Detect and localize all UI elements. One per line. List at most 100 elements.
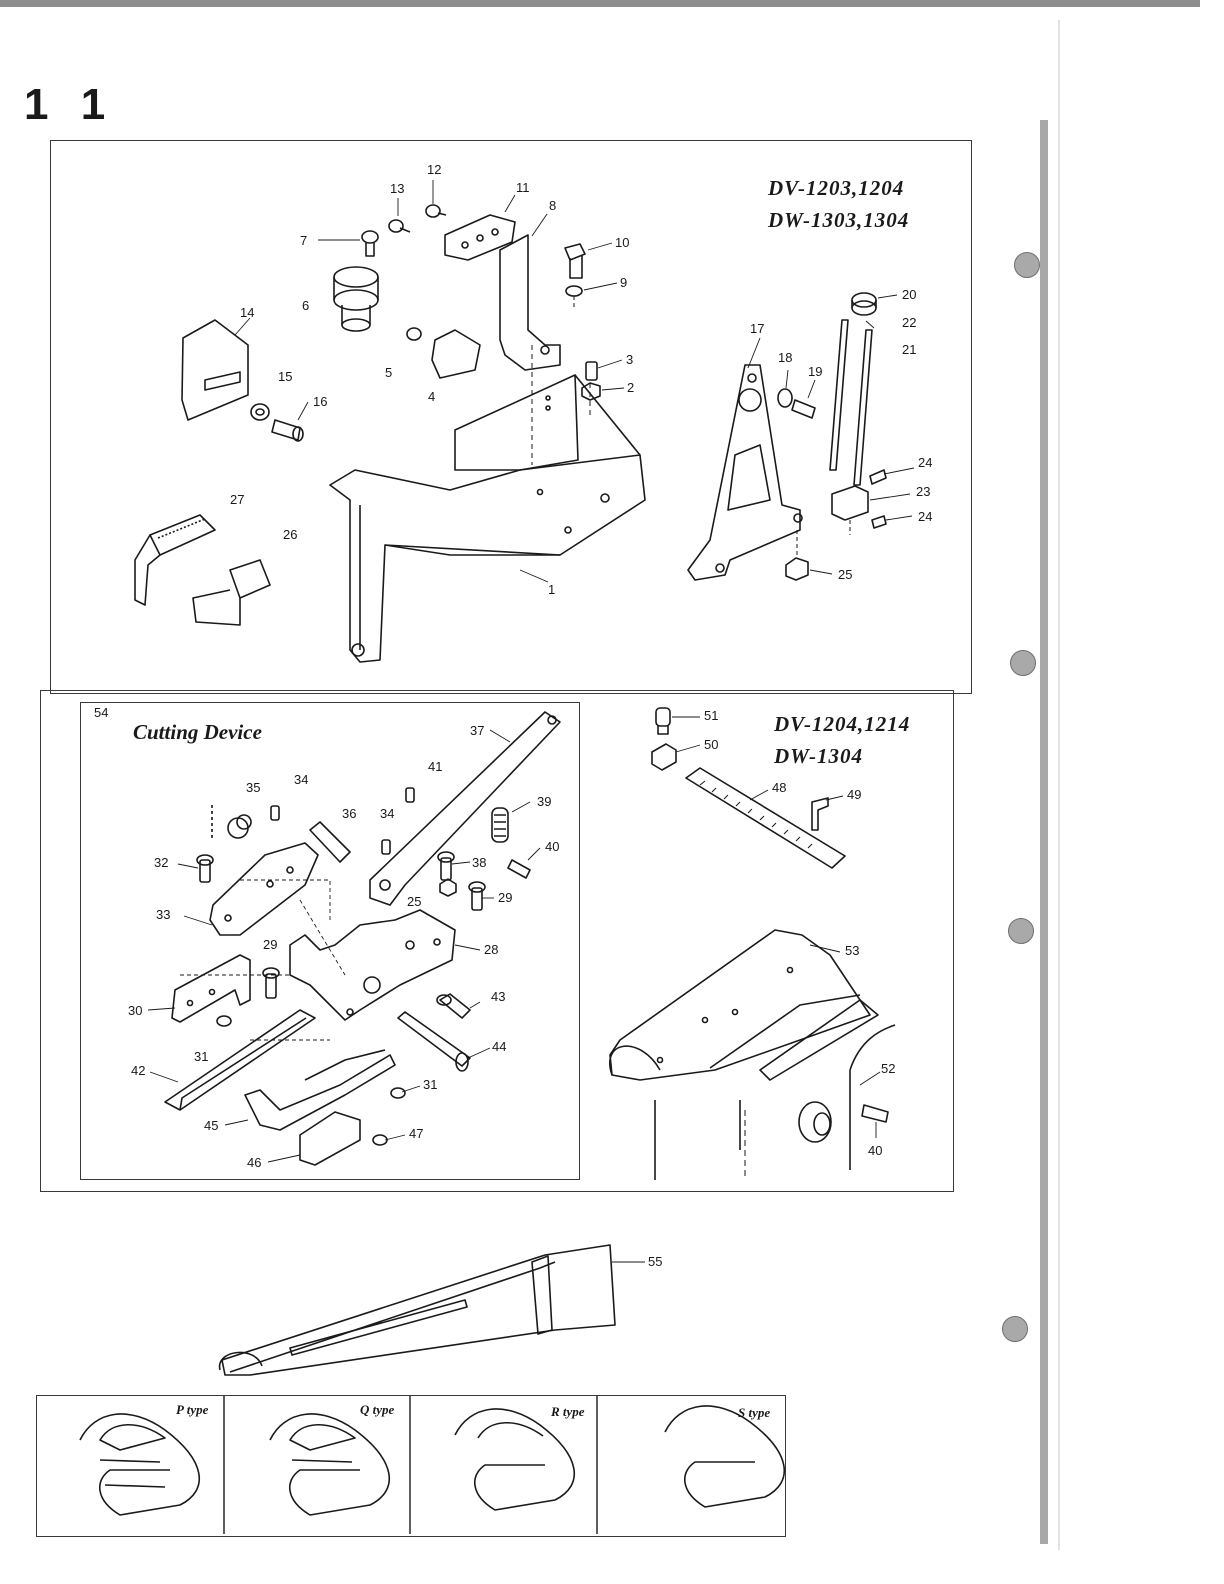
plate-part-14	[181, 319, 249, 421]
callout-label: 23	[916, 484, 931, 499]
holder-part-46	[299, 1111, 361, 1166]
callout-label: 25	[407, 894, 422, 909]
section-number: 54	[94, 705, 109, 720]
callout-label: 34	[294, 772, 309, 787]
washer-screw-15-16	[250, 403, 304, 442]
callout-label: 26	[283, 527, 298, 542]
callout-label: 40	[545, 839, 560, 854]
callout-label: 22	[902, 315, 917, 330]
punch-hole	[1008, 918, 1034, 944]
callout-label: 51	[704, 708, 719, 723]
clamp-part-50	[651, 743, 677, 771]
punch-hole	[1014, 252, 1040, 278]
callout-label: 44	[492, 1039, 507, 1054]
callout-label: 30	[128, 1003, 143, 1018]
callout-label: 13	[390, 181, 405, 196]
model-label-primary: DV-1204,1214	[774, 712, 911, 736]
scale-part-48	[685, 767, 846, 869]
callout-label: 43	[491, 989, 506, 1004]
blade-part-42	[164, 1009, 316, 1111]
base-frame-part	[329, 374, 646, 663]
feed-dog-27	[134, 514, 216, 606]
callout-label: 29	[498, 890, 513, 905]
callout-label: 55	[648, 1254, 663, 1269]
fold-r-type	[454, 1408, 576, 1511]
callout-label: 24	[918, 509, 933, 524]
type-label-r: R type	[551, 1404, 585, 1419]
pin-part-36	[309, 821, 351, 863]
callout-label: 20	[902, 287, 917, 302]
pin-part-6	[333, 266, 379, 332]
callout-label: 16	[313, 394, 328, 409]
bracket-part-8	[499, 234, 561, 371]
rods-21-22	[829, 319, 873, 486]
callout-label: 42	[131, 1063, 146, 1078]
callout-label: 50	[704, 737, 719, 752]
section-title: Cutting Device	[133, 720, 262, 744]
stud-part-43	[436, 993, 471, 1019]
model-label-secondary: DW-1303,1304	[768, 208, 910, 232]
machine-body-52	[654, 1024, 896, 1180]
fold-q-type	[269, 1413, 391, 1516]
punch-hole	[1002, 1316, 1028, 1342]
spring-part-35	[227, 814, 252, 839]
binding-edge-light	[1058, 20, 1060, 1550]
callout-label: 40	[868, 1143, 883, 1158]
callout-label: 21	[902, 342, 917, 357]
callout-label: 6	[302, 298, 310, 313]
callout-label: 2	[627, 380, 635, 395]
callout-label: 12	[427, 162, 442, 177]
callout-label: 25	[838, 567, 853, 582]
binding-edge	[1040, 120, 1048, 1544]
folder-guide-55	[218, 1244, 616, 1376]
callout-label: 28	[484, 942, 499, 957]
callout-label: 27	[230, 492, 245, 507]
blade-part-45	[244, 1049, 396, 1131]
type-label-s: S type	[738, 1405, 771, 1420]
callout-label: 41	[428, 759, 443, 774]
callout-label: 18	[778, 350, 793, 365]
callout-label: 35	[246, 780, 261, 795]
callout-label: 1	[548, 582, 556, 597]
shaft-part-44	[397, 1011, 471, 1072]
callout-label: 52	[881, 1061, 896, 1076]
plate-part-53	[609, 929, 879, 1081]
callout-label: 8	[549, 198, 557, 213]
type-label-q: Q type	[360, 1402, 395, 1417]
panel-cutting-device	[80, 702, 580, 1180]
callout-label: 9	[620, 275, 628, 290]
callout-label: 46	[247, 1155, 262, 1170]
panel-base-parts	[50, 140, 972, 694]
panel-lower	[40, 690, 954, 1192]
type-label-p: P type	[176, 1402, 209, 1417]
bracket-part-33	[209, 842, 319, 936]
callout-label: 47	[409, 1126, 424, 1141]
knob-part-51	[655, 707, 671, 735]
callout-label: 11	[516, 180, 530, 195]
page-number: 1 1	[24, 80, 116, 129]
callout-label: 19	[808, 364, 823, 379]
callout-label: 14	[240, 305, 255, 320]
callout-label: 38	[472, 855, 487, 870]
callout-label: 7	[300, 233, 308, 248]
bracket-part-28	[289, 909, 456, 1021]
callout-label: 24	[918, 455, 933, 470]
callout-label: 49	[847, 787, 862, 802]
callout-label: 31	[194, 1049, 209, 1064]
clip-part-4	[406, 327, 481, 379]
callout-label: 39	[537, 794, 552, 809]
scan-top-edge	[0, 0, 1200, 7]
callout-label: 37	[470, 723, 485, 738]
callout-label: 34	[380, 806, 395, 821]
callout-label: 3	[626, 352, 634, 367]
screws-top	[361, 204, 447, 257]
callout-label: 31	[423, 1077, 438, 1092]
callout-label: 48	[772, 780, 787, 795]
callout-label: 5	[385, 365, 393, 380]
callout-label: 15	[278, 369, 293, 384]
panel-guide-types	[36, 1395, 786, 1537]
callout-label: 45	[204, 1118, 219, 1133]
blade-part-30	[171, 954, 251, 1023]
lever-part-37	[369, 711, 561, 906]
